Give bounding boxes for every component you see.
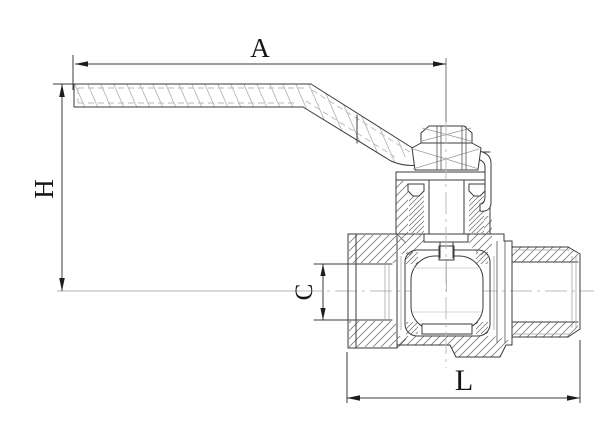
male-thread-crest-lines <box>514 249 570 335</box>
bonnet-flange <box>395 171 491 181</box>
ball-seat-top-right <box>476 252 488 264</box>
handle-hidden-inner-outline <box>77 87 307 104</box>
stem-tang <box>439 241 454 259</box>
male-port-bottom-wall-hatch <box>512 322 578 337</box>
gland-ear-right <box>468 183 486 197</box>
dim-l-arrow-right <box>567 395 580 401</box>
female-port-bore-lines <box>313 263 393 321</box>
dimension-c: C <box>291 263 357 321</box>
dim-a-label: A <box>250 33 270 63</box>
neck-wall-left-hatch <box>396 181 408 234</box>
male-port-bore-lines <box>511 261 579 323</box>
gland-ear-left <box>407 183 425 197</box>
handle-hook <box>467 149 492 212</box>
stem-sides <box>428 179 465 235</box>
valve-body <box>313 233 581 358</box>
packing-right <box>469 196 484 233</box>
ball-seat-bottom-left <box>406 322 418 334</box>
ball-port-hidden-lines <box>413 267 481 313</box>
male-thread-end-lines <box>571 256 577 328</box>
ball-bottom-seat-plate <box>421 323 473 335</box>
chamber-inner-wall-lines <box>400 256 495 330</box>
body-top-wall-hatch-right <box>469 234 492 255</box>
male-port-top-wall-hatch <box>512 247 578 262</box>
body-internal-steps <box>496 241 506 343</box>
body-bottom-outline <box>396 336 513 358</box>
dimension-l: L <box>346 340 581 403</box>
handle-bend-hidden-lines <box>305 89 411 158</box>
ball <box>410 255 484 331</box>
dim-c-arrow-bottom <box>320 308 326 320</box>
dimension-a: A <box>72 33 447 122</box>
handle-bend-edges <box>302 83 415 162</box>
dim-h-label: H <box>29 179 59 199</box>
dim-c-arrow-top <box>320 264 326 276</box>
handle <box>73 83 492 212</box>
packing-left <box>409 196 424 233</box>
ball-seat-top-left <box>406 252 418 264</box>
handle-hatch <box>74 84 414 164</box>
female-port-top-wall-hatch <box>349 235 396 263</box>
dim-a-arrow-right <box>433 61 446 67</box>
female-port-bottom-wall-hatch <box>349 321 396 347</box>
dim-c-label: C <box>291 284 318 301</box>
handle-bar-outline <box>73 83 312 108</box>
male-port <box>511 246 581 338</box>
dim-h-arrow-bottom <box>59 278 65 291</box>
dim-h-arrow-top <box>59 84 65 97</box>
dim-a-arrow-left <box>75 61 88 67</box>
dim-l-arrow-left <box>347 395 360 401</box>
body-top-wall-hatch-left <box>397 234 424 255</box>
ball-seat-bottom-right <box>476 322 488 334</box>
dimension-h: H <box>29 83 73 291</box>
body-bottom-wall-hatch <box>397 336 512 357</box>
dim-l-label: L <box>455 364 473 397</box>
center-body <box>396 233 513 358</box>
stem-flats-through-nut <box>436 126 467 170</box>
female-thread-relief-lines <box>384 264 390 320</box>
neck-wall-right-hatch <box>484 216 492 234</box>
